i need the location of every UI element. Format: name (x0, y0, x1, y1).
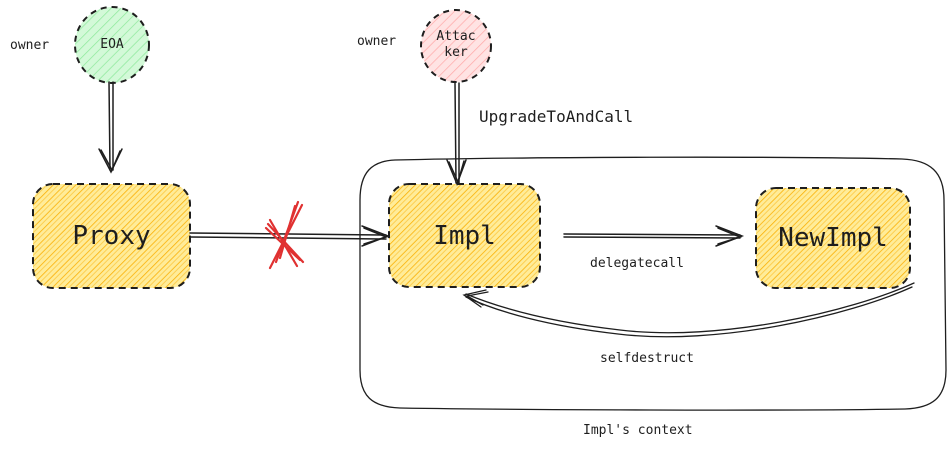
newimpl-label: NewImpl (778, 222, 888, 253)
eoa-label: EOA (100, 36, 124, 52)
impl-box (388, 183, 541, 288)
eoa-node (74, 6, 150, 84)
proxy-box (32, 183, 191, 289)
attacker-owner-label: owner (357, 34, 397, 49)
selfdestruct-arrow (462, 282, 915, 338)
eoa-to-proxy-arrow (98, 81, 123, 174)
newimpl-box (755, 187, 911, 289)
attacker-label-line1: Attac (436, 28, 476, 44)
upgrade-arrow (446, 82, 467, 187)
context-label: Impl's context (583, 423, 693, 438)
eoa-owner-label: owner (10, 38, 50, 53)
context-frame (359, 156, 947, 411)
attacker-label-line2: ker (444, 45, 468, 60)
attacker-node (420, 9, 492, 83)
attacker-label: Attac ker (421, 24, 491, 66)
proxy-label: Proxy (72, 220, 151, 251)
delegatecall-label: delegatecall (590, 256, 684, 271)
delegatecall-arrow (563, 225, 745, 247)
selfdestruct-label: selfdestruct (600, 351, 694, 366)
upgrade-label: UpgradeToAndCall (479, 107, 634, 126)
impl-label: Impl (433, 220, 496, 251)
broken-link-cross (264, 200, 305, 270)
